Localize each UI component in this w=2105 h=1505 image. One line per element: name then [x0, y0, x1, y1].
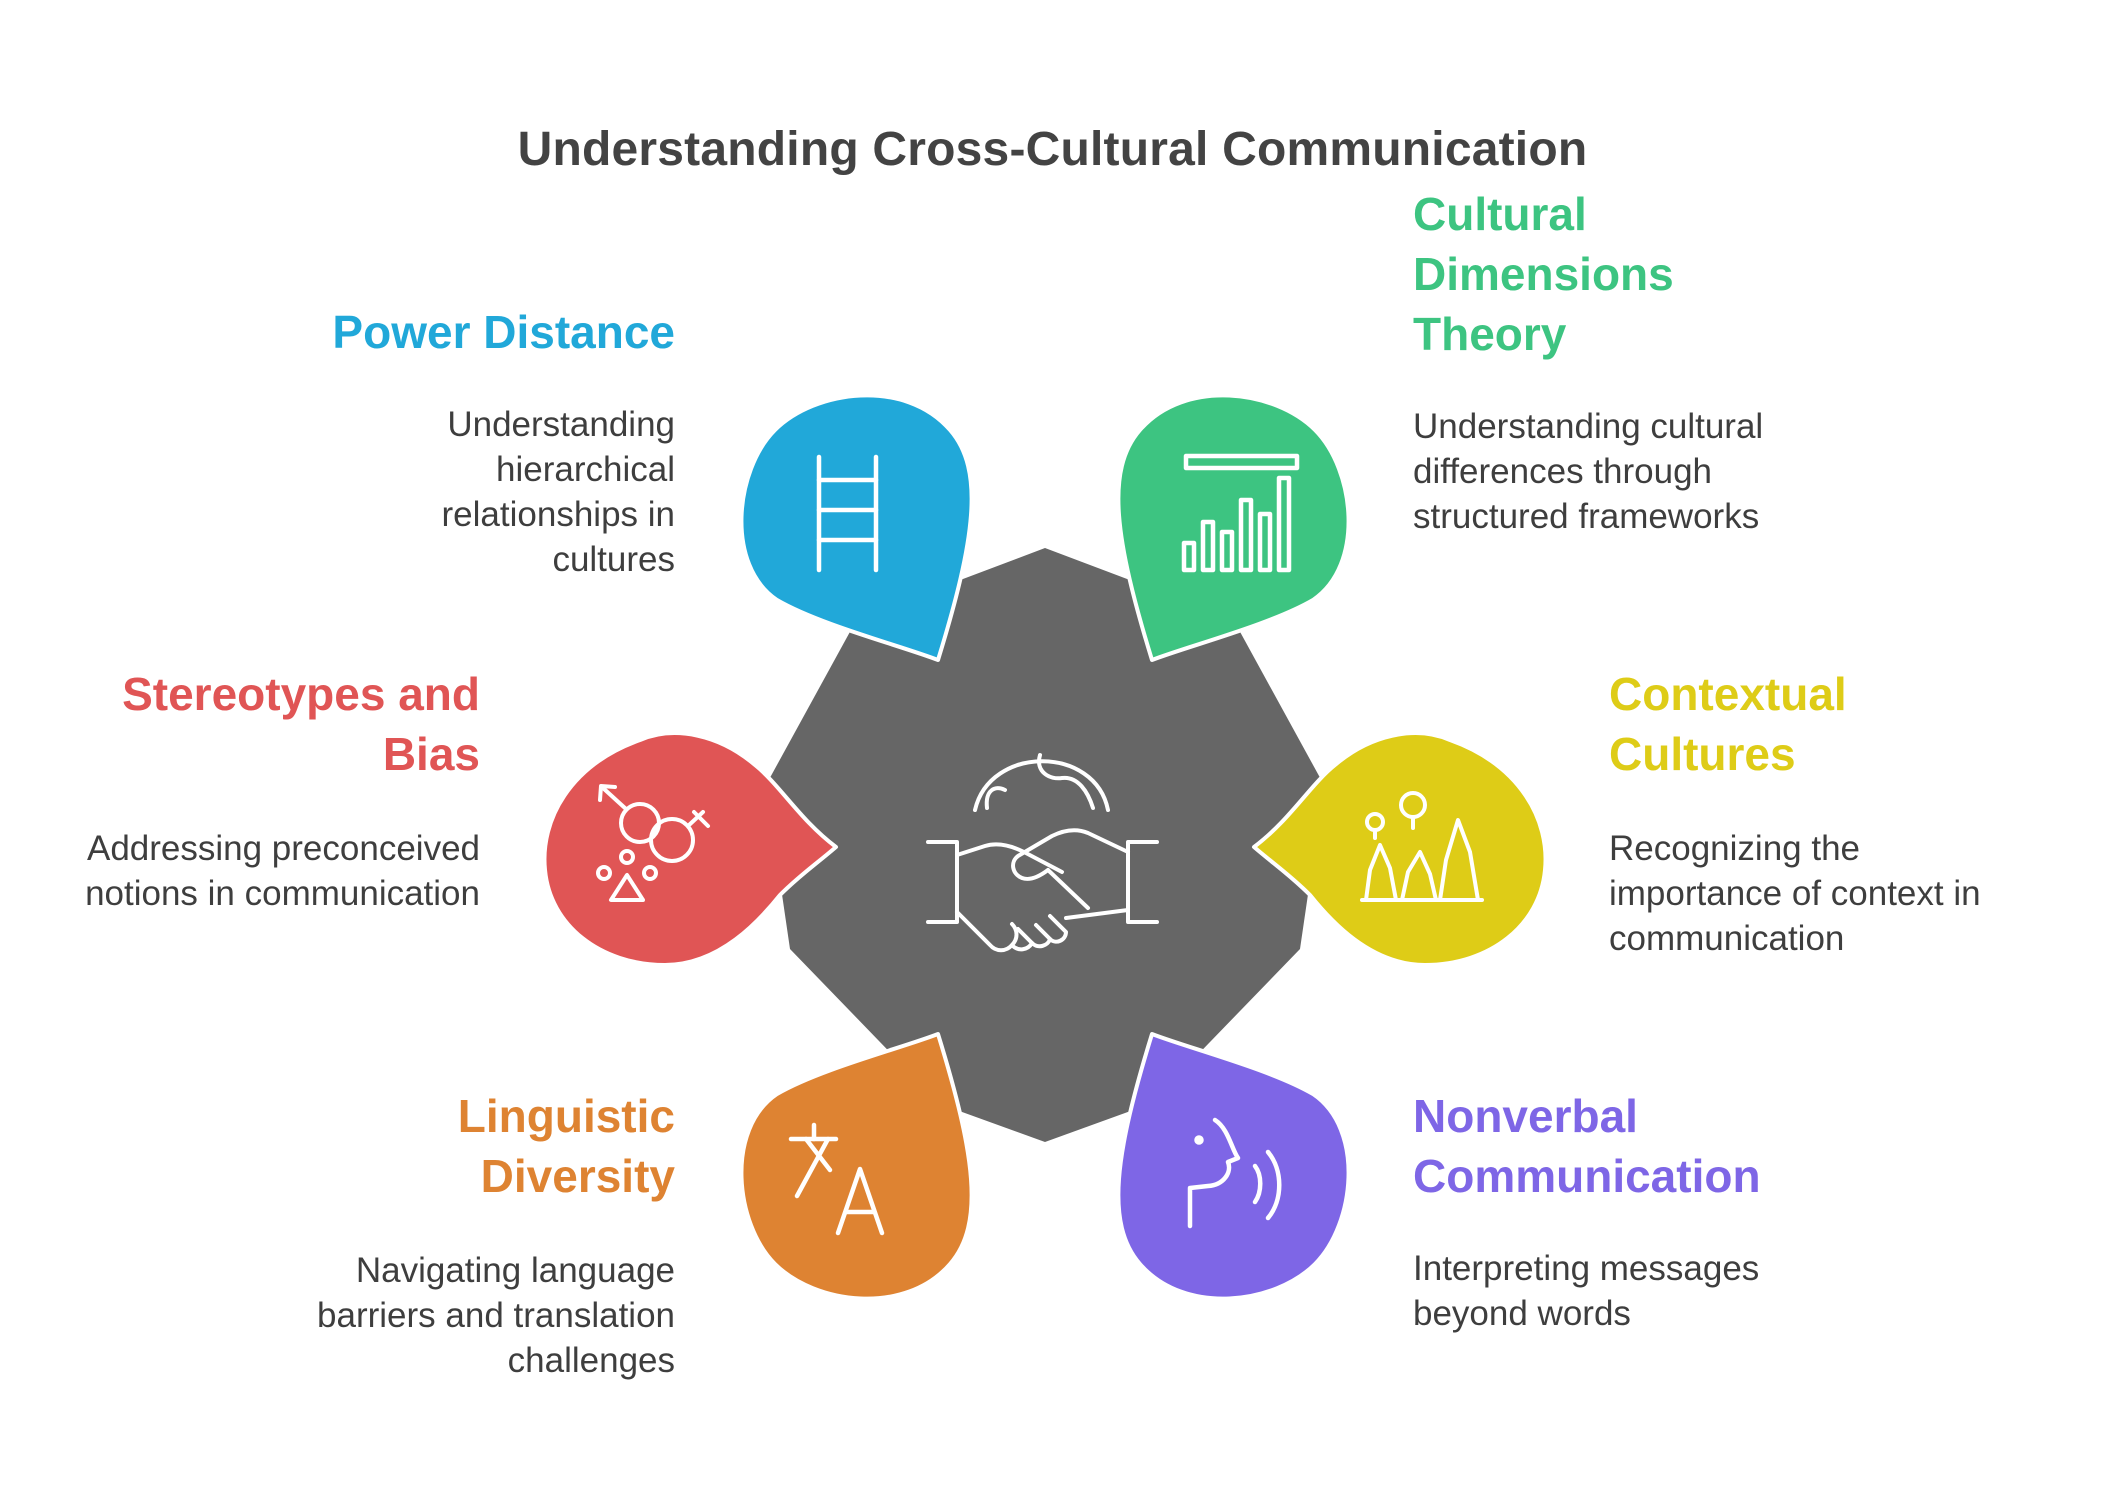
nonverbal-communication-block: Nonverbal Communication Interpreting mes… — [1413, 1086, 1973, 1336]
power-distance-block: Power Distance Understanding hierarchica… — [115, 302, 675, 582]
nonverbal-communication-description: Interpreting messages beyond words — [1413, 1249, 1760, 1333]
power-distance-heading: Power Distance — [332, 306, 675, 358]
bar-chart-icon — [1181, 453, 1300, 573]
gender-symbols-icon — [596, 784, 710, 902]
nonverbal-communication-node — [1116, 1032, 1351, 1301]
stereotypes-node — [542, 731, 838, 967]
linguistic-diversity-heading: Linguistic Diversity — [457, 1090, 675, 1202]
cultural-dimensions-node — [1116, 393, 1351, 662]
power-distance-drop — [739, 393, 974, 662]
ladder-icon — [816, 454, 879, 573]
stereotypes-heading: Stereotypes and Bias — [122, 668, 480, 780]
handshake-globe-icon — [926, 753, 1159, 953]
linguistic-diversity-node — [739, 1032, 974, 1301]
stereotypes-block: Stereotypes and Bias Addressing preconce… — [0, 664, 480, 916]
nonverbal-communication-heading: Nonverbal Communication — [1413, 1090, 1761, 1202]
speaking-head-icon — [1187, 1117, 1282, 1229]
cultural-dimensions-drop — [1116, 393, 1351, 662]
nonverbal-communication-drop — [1116, 1032, 1351, 1301]
diagram-title: Understanding Cross-Cultural Communicati… — [517, 123, 1588, 176]
power-distance-description: Understanding hierarchical relationships… — [441, 405, 675, 579]
cultural-dimensions-block: Cultural Dimensions Theory Understanding… — [1413, 184, 1973, 539]
central-hub — [766, 548, 1324, 1142]
linguistic-diversity-drop — [739, 1032, 974, 1301]
translate-icon — [788, 1122, 885, 1236]
linguistic-diversity-description: Navigating language barriers and transla… — [317, 1251, 675, 1380]
contextual-cultures-heading: Contextual Cultures — [1609, 668, 1847, 780]
stereotypes-description: Addressing preconceived notions in commu… — [85, 829, 480, 913]
contextual-cultures-description: Recognizing the importance of context in… — [1609, 829, 1981, 958]
linguistic-diversity-block: Linguistic Diversity Navigating language… — [115, 1086, 675, 1383]
contextual-cultures-node — [1252, 731, 1548, 967]
cultural-dimensions-heading: Cultural Dimensions Theory — [1413, 188, 1674, 360]
cultural-dimensions-description: Understanding cultural differences throu… — [1413, 407, 1764, 536]
contextual-cultures-block: Contextual Cultures Recognizing the impo… — [1609, 664, 2105, 961]
contextual-cultures-drop — [1252, 731, 1548, 967]
people-landscape-icon — [1360, 791, 1484, 902]
power-distance-node — [739, 393, 974, 662]
